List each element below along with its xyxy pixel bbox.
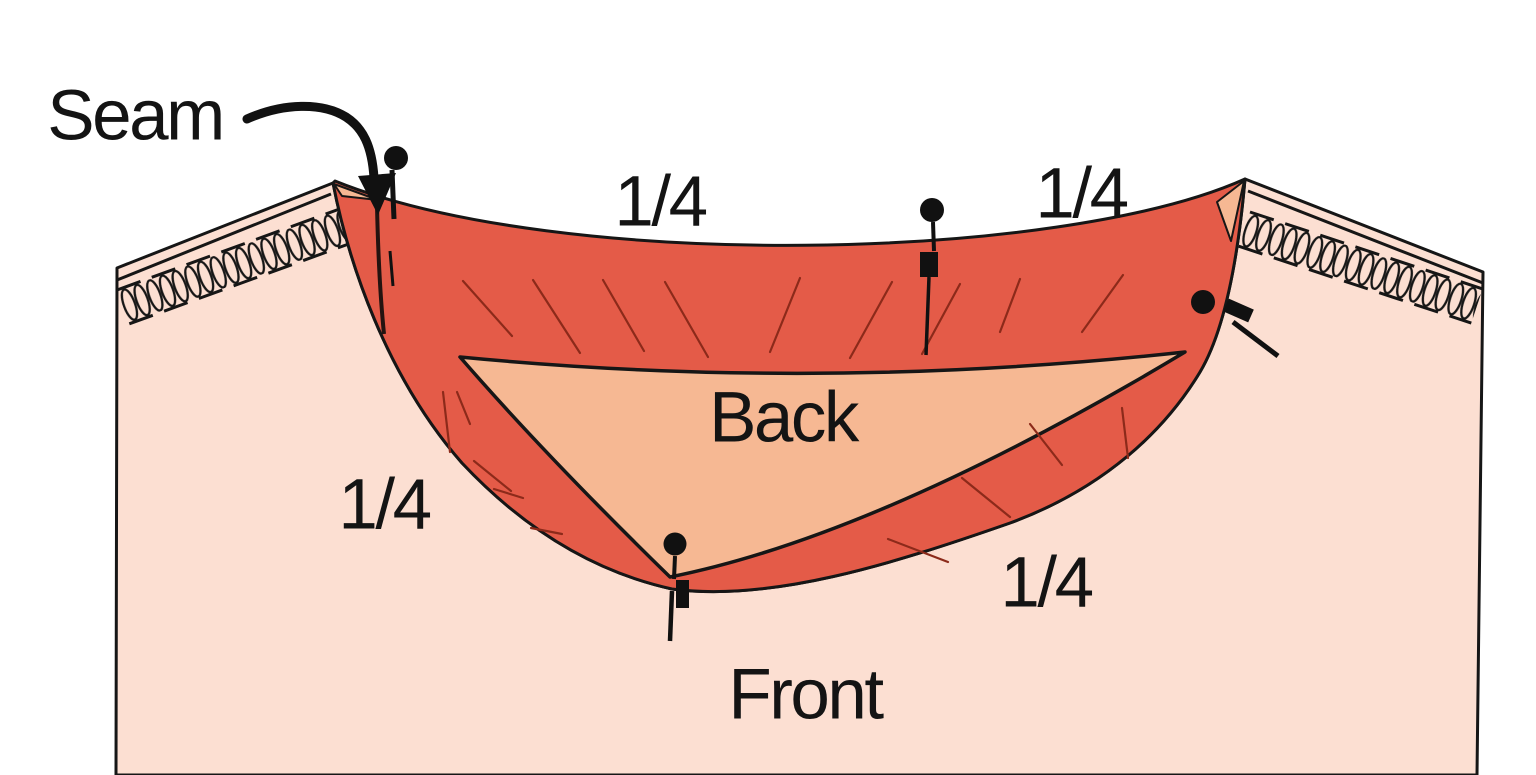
left-serged-seam [116, 205, 358, 326]
top-center-pin-icon [920, 198, 944, 356]
seam-label: Seam [47, 76, 225, 156]
quarter-label-top-right: 1/4 [1035, 154, 1129, 234]
front-label: Front [728, 655, 884, 735]
seam-line [375, 205, 386, 335]
quarter-label-top-left: 1/4 [614, 162, 708, 242]
quarter-label-bottom-right: 1/4 [1000, 543, 1094, 623]
right-shoulder-sliver [1216, 180, 1245, 242]
back-piece-triangle [458, 350, 1187, 579]
ease-hatch-marks [441, 273, 1130, 564]
seam-arrow-icon [242, 101, 396, 215]
left-shoulder-sliver [333, 183, 379, 201]
left-shoulder-edge-line [116, 192, 332, 282]
bottom-center-pin-icon [663, 532, 689, 642]
right-serged-seam [1238, 210, 1484, 325]
quarter-label-left: 1/4 [338, 465, 432, 545]
back-label: Back [709, 378, 859, 458]
right-pin-icon [1191, 290, 1280, 358]
right-shoulder-edge-line [1247, 189, 1484, 285]
seam-pin-icon [384, 146, 408, 287]
